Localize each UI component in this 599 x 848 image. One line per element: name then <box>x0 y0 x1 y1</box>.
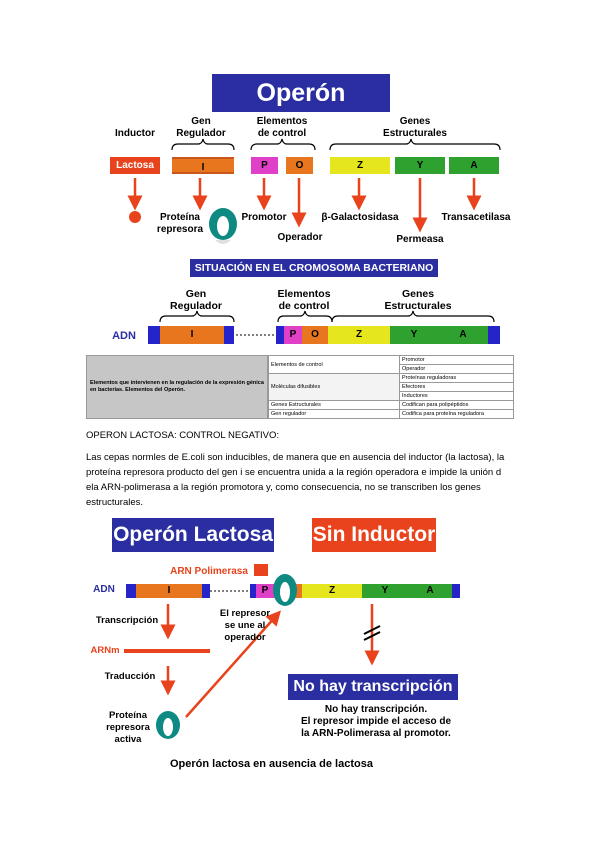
fig2-caption: Operón lactosa en ausencia de lactosa <box>170 758 373 770</box>
regulation-table: Elementos que intervienen en la regulaci… <box>86 355 514 419</box>
label-elementos-control: Elementos de control <box>256 116 308 139</box>
table-cell-right: Promotor <box>399 355 514 365</box>
chrom-label-adn: ADN <box>112 330 136 342</box>
table-cell-right: Codifica para proteína reguladora <box>399 409 514 419</box>
product-galactosidasa: β-Galactosidasa <box>321 212 399 223</box>
fig2-bar-mid-cap <box>250 584 256 598</box>
chrom-gen-i: I <box>160 326 224 344</box>
fig2-bar-left-cap <box>126 584 136 598</box>
bound-repressor-icon <box>273 574 297 606</box>
fig2-traduccion: Traducción <box>104 671 156 682</box>
chrom-gen-z: Z <box>328 326 390 344</box>
table-cell-mid: Elementos de control <box>268 355 400 374</box>
chrom-promotor: P <box>284 326 302 344</box>
chrom-label-genes: Genes Estructurales <box>384 288 452 312</box>
fig2-no-hay-box: No hay transcripción <box>288 674 458 700</box>
fig2-bar-left-end <box>202 584 210 598</box>
fig2-gen-a: A <box>408 584 452 598</box>
table-left-cell: Elementos que intervienen en la regulaci… <box>86 355 268 419</box>
table-cell-right: Codifican para polipéptidos <box>399 400 514 410</box>
product-proteina-represora: Proteína represora <box>156 212 204 235</box>
chrom-gen-a: A <box>438 326 488 344</box>
polimerasa-icon <box>254 564 268 576</box>
table-cell-mid: Genes Estructurales <box>268 400 400 410</box>
braces <box>171 138 501 151</box>
box-gen-y: Y <box>395 157 445 174</box>
repressor-protein-icon <box>209 208 237 244</box>
table-cell-right: Operador <box>399 364 514 374</box>
figure-sin-inductor: Operón Lactosa Sin Inductor ARN Polimera… <box>0 512 599 782</box>
box-lactosa: Lactosa <box>110 157 160 174</box>
table-row: Elementos de control Promotor <box>268 355 514 374</box>
fig2-gen-i: I <box>136 584 202 598</box>
fig2-title-left: Operón Lactosa <box>112 518 274 552</box>
section-heading: OPERON LACTOSA: CONTROL NEGATIVO: <box>86 430 280 441</box>
chrom-label-gen-regulador: Gen Regulador <box>170 288 222 312</box>
product-transacetilasa: Transacetilasa <box>441 212 511 223</box>
table-cell-mid: Gen regulador <box>268 409 400 419</box>
fig2-arn-polimerasa-label: ARN Polimerasa <box>170 566 248 577</box>
box-gen-a: A <box>449 157 499 174</box>
fig1-arrows <box>127 178 482 244</box>
chrom-operador: O <box>302 326 328 344</box>
fig2-gen-z: Z <box>302 584 362 598</box>
active-repressor-icon <box>156 711 180 739</box>
fig2-graphics <box>124 574 381 739</box>
box-promotor: P <box>251 157 278 174</box>
label-inductor: Inductor <box>115 128 155 139</box>
chrom-bar-right-end <box>488 326 500 344</box>
fig2-gen-y: Y <box>362 584 408 598</box>
fig2-arnm: ARNm <box>90 645 120 656</box>
chromosome-diagram: Gen Regulador Elementos de control Genes… <box>0 278 599 350</box>
fig2-transcripcion: Transcripción <box>95 615 159 626</box>
box-operador: O <box>286 157 313 174</box>
table-cell-right: Inductores <box>399 391 514 401</box>
chrom-bar-mid-cap <box>276 326 284 344</box>
fig2-represor-note: El represor se une al operador <box>219 608 271 643</box>
table-row: Gen regulador Codifica para proteína reg… <box>268 409 514 419</box>
fig2-adn-label: ADN <box>93 584 115 595</box>
product-promotor: Promotor <box>241 212 287 223</box>
chrom-label-elementos: Elementos de control <box>277 288 331 312</box>
table-grid: Elementos de control Promotor Operador M… <box>268 355 514 419</box>
product-permeasa: Permeasa <box>396 234 444 245</box>
banner-cromosoma: SITUACIÓN EN EL CROMOSOMA BACTERIANO <box>190 259 438 277</box>
table-row: Genes Estructurales Codifican para polip… <box>268 400 514 410</box>
figure-operon-lactosa: Operón Lactosa Inductor Gen Regulador El… <box>0 0 599 277</box>
box-gen-i: I <box>172 157 234 174</box>
table-cell-right: Proteínas reguladoras <box>399 373 514 383</box>
table-cell-right: Efectores <box>399 382 514 392</box>
label-genes-estructurales: Genes Estructurales <box>383 116 447 139</box>
table-cell-mid: Moléculas difusibles <box>268 373 400 401</box>
chrom-braces <box>159 310 495 336</box>
fig2-proteina-represora: Proteína represora activa <box>106 710 150 745</box>
fig1-title: Operón Lactosa <box>212 74 390 145</box>
chrom-bar-left-cap <box>148 326 160 344</box>
label-gen-regulador: Gen Regulador <box>176 116 226 139</box>
product-operador: Operador <box>277 232 323 243</box>
body-paragraph: Las cepas normles de E.coli son inducibl… <box>86 452 505 508</box>
box-gen-z: Z <box>330 157 390 174</box>
table-row: Moléculas difusibles Proteínas regulador… <box>268 373 514 401</box>
fig2-bar-right-end <box>452 584 460 598</box>
chrom-gen-y: Y <box>390 326 438 344</box>
fig2-promotor: P <box>256 584 274 598</box>
table-left-text: Elementos que intervienen en la regulaci… <box>90 380 264 393</box>
fig2-no-hay-text: No hay transcripción. El represor impide… <box>300 704 452 739</box>
chrom-bar-left-end <box>224 326 234 344</box>
fig2-title-right: Sin Inductor <box>312 518 436 552</box>
